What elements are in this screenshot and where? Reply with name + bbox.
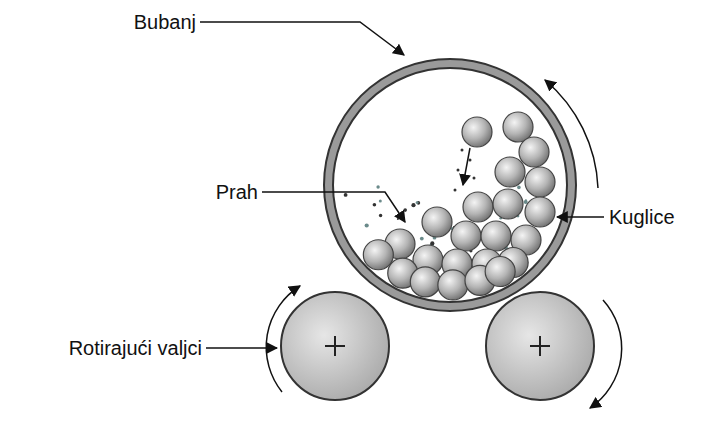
powder-particle — [411, 203, 415, 207]
ball — [519, 137, 549, 167]
leader-line — [200, 22, 404, 55]
ball — [493, 189, 523, 219]
powder — [344, 149, 534, 294]
powder-particle — [417, 201, 421, 205]
ball — [462, 117, 492, 147]
powder-particle — [454, 189, 457, 192]
balls — [363, 112, 555, 300]
powder-particle — [525, 199, 527, 201]
powder-particle — [461, 149, 464, 152]
powder-particle — [457, 169, 460, 172]
ball — [495, 157, 525, 187]
powder-label: Prah — [216, 181, 258, 203]
ball — [438, 270, 468, 300]
powder-particle — [379, 214, 382, 217]
rollers-label: Rotirajući valjci — [69, 337, 202, 359]
ball — [463, 192, 493, 222]
drum — [324, 59, 576, 311]
powder-particle — [517, 186, 521, 190]
ball — [481, 221, 511, 251]
powder-particle — [379, 200, 382, 203]
powder-particle — [416, 201, 419, 204]
ball — [410, 267, 440, 297]
ball — [485, 257, 515, 287]
powder-particle — [344, 193, 348, 197]
ball — [451, 221, 481, 251]
powder-particle — [365, 223, 369, 227]
leader-line — [262, 192, 405, 222]
powder-particle — [373, 203, 377, 207]
powder-particle — [397, 218, 399, 220]
leader-line — [557, 216, 604, 218]
powder-particle — [403, 208, 407, 212]
leader-line — [206, 347, 277, 349]
powder-particle — [473, 177, 476, 180]
ball — [422, 207, 452, 237]
motion-arrow — [463, 148, 470, 185]
powder-particle — [469, 159, 472, 162]
balls-label: Kuglice — [609, 206, 675, 228]
roller — [281, 292, 389, 400]
ball — [363, 240, 393, 270]
powder-particle — [420, 237, 424, 241]
ball — [525, 167, 555, 197]
roller — [486, 292, 594, 400]
rotation-arrow — [266, 286, 300, 392]
powder-particle — [376, 185, 379, 188]
ball — [525, 197, 555, 227]
drum-label: Bubanj — [134, 11, 196, 33]
rotation-arrow — [590, 300, 622, 408]
rotation-arrow — [545, 80, 598, 188]
